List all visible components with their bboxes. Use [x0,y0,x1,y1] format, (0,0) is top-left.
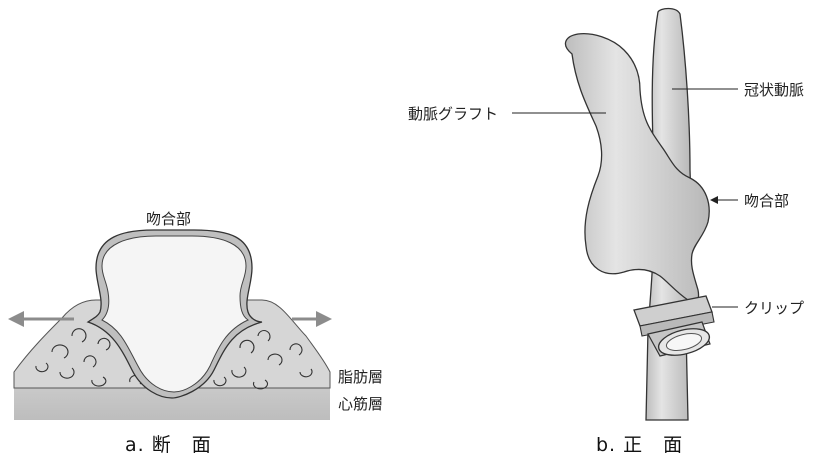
coronary-artery-label: 冠状動脈 [744,79,804,100]
anastomosis-label-b: 吻合部 [744,190,789,211]
anastomosis-arrow [710,196,738,204]
panel-b-frontal-view [512,9,738,421]
clip-label: クリップ [744,297,804,318]
caption-a: a. 断 面 [125,430,212,457]
myocardium-label: 心筋層 [338,393,383,414]
panel-a-cross-section [8,230,332,420]
right-arrow [292,311,332,327]
caption-b: b. 正 面 [596,430,683,457]
anastomosis-label-a: 吻合部 [146,208,191,229]
fat-layer-label: 脂肪層 [338,366,383,387]
arterial-graft-label: 動脈グラフト [408,103,498,124]
